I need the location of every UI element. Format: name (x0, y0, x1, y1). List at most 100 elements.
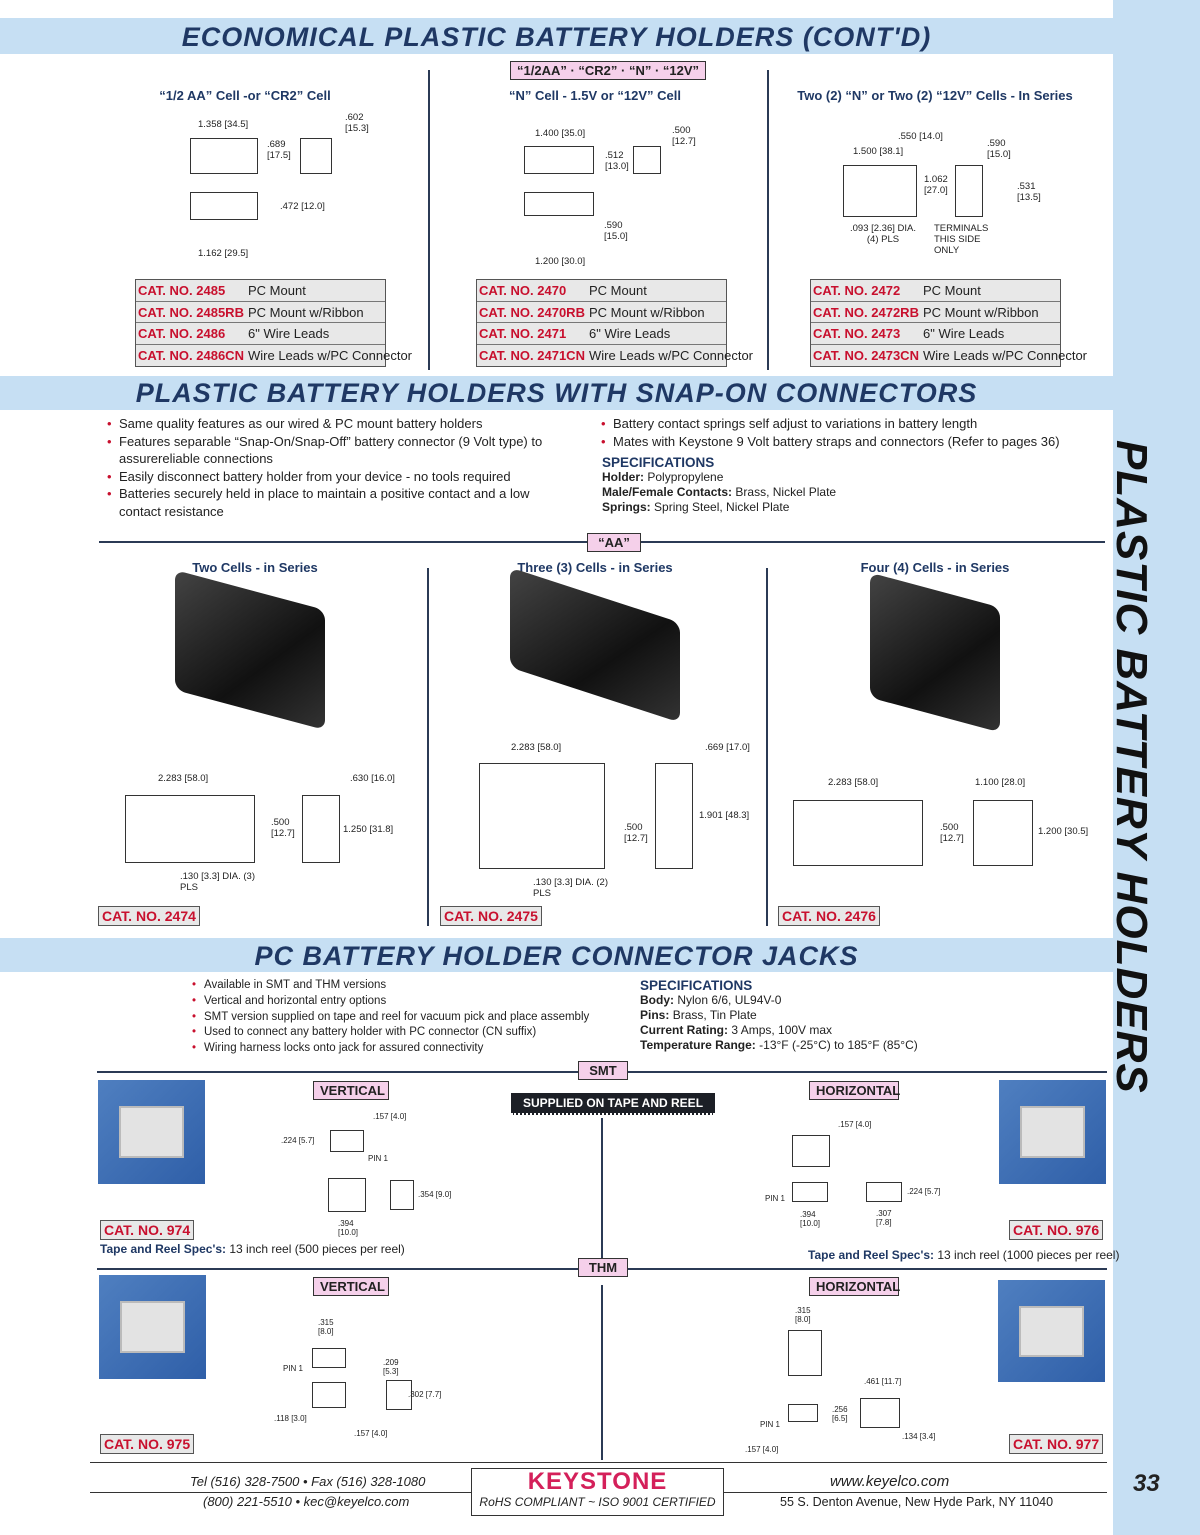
technical-drawing (524, 146, 594, 174)
text: Tape and Reel Spec's: 13 inch reel (1000… (808, 1248, 1119, 1262)
website-link[interactable]: www.keyelco.com (830, 1473, 950, 1490)
dimension-label: .157 [4.0] (354, 1429, 388, 1438)
dimension-label: .130 [3.3] DIA. (3) PLS (180, 871, 255, 893)
text (119, 1106, 184, 1158)
text: Polypropylene (647, 470, 724, 484)
text: PC Mount (923, 283, 981, 298)
side-band (1113, 0, 1200, 1535)
text: Brass, Tin Plate (672, 1008, 757, 1022)
tag-label: HORIZONTAL (809, 1277, 900, 1296)
catalog-number: CAT. NO. 2471CN (479, 347, 585, 363)
dimension-label: .630 [16.0] (350, 773, 395, 784)
dimension-label: .157 [4.0] (373, 1112, 407, 1121)
dimension-label: .590 [15.0] (604, 220, 628, 242)
catalog-number: CAT. NO. 2470RB (479, 304, 585, 320)
catalog-number: CAT. NO. 2472RB (813, 304, 919, 320)
tag-label: VERTICAL (313, 1081, 389, 1100)
text: Pins: Brass, Tin Plate (640, 1008, 918, 1023)
dimension-label: .118 [3.0] (274, 1414, 307, 1423)
text: CAT. NO. 976 (1009, 1220, 1104, 1240)
text: PC Mount w/Ribbon (923, 304, 1039, 320)
text: CAT. NO. 974 (100, 1220, 195, 1240)
text: Wire Leads w/PC Connector (248, 347, 413, 363)
dimension-label: .157 [4.0] (838, 1120, 872, 1129)
technical-drawing (655, 763, 693, 869)
dimension-label: .590 [15.0] (987, 138, 1011, 160)
catalog-number: CAT. NO. 2470 (479, 283, 567, 298)
side-title: PLASTIC BATTERY HOLDERS (1107, 440, 1156, 1094)
dimension-label: 1.062 [27.0] (924, 174, 948, 196)
divider (90, 1462, 1107, 1463)
divider (766, 568, 768, 926)
dimension-label: .307 [7.8] (876, 1209, 892, 1227)
text: Wire Leads w/PC Connector (589, 347, 754, 363)
product-photo (870, 572, 1000, 733)
catalog-number: CAT. NO. 2475 (440, 906, 542, 926)
text: RoHS COMPLIANT ~ ISO 9001 CERTIFIED (479, 1495, 716, 1509)
text: PC Mount (248, 283, 306, 298)
cell-tag: “1/2AA” · “CR2” · “N” · “12V” (510, 61, 707, 80)
caption: Three (3) Cells - in Series (517, 560, 673, 575)
list-item: Features separable “Snap-On/Snap-Off” ba… (107, 433, 557, 468)
technical-drawing (973, 800, 1033, 866)
list-item: Vertical and horizontal entry options (192, 994, 592, 1010)
catalog-number: CAT. NO. 2472 (813, 283, 901, 298)
tag-label: VERTICAL (313, 1277, 389, 1296)
text: SPECIFICATIONS (602, 455, 715, 470)
dimension-label: .500 [12.7] (271, 817, 295, 839)
catalog-number: CAT. NO. 2473 (813, 326, 901, 341)
section-title: PLASTIC BATTERY HOLDERS WITH SNAP-ON CON… (0, 376, 1113, 410)
technical-drawing (386, 1380, 412, 1410)
text: Current Rating: 3 Amps, 100V max (640, 1023, 918, 1038)
dimension-label: 1.250 [31.8] (343, 824, 394, 835)
list-item: Mates with Keystone 9 Volt battery strap… (601, 433, 1101, 451)
tag-label: HORIZONTAL (809, 1081, 900, 1100)
dimension-label: .500 [12.7] (672, 125, 696, 147)
dimension-label: .500 [12.7] (940, 822, 964, 844)
aa-tag: “AA” (587, 533, 641, 552)
text: Tape and Reel Spec's: (100, 1242, 227, 1256)
text: Brass, Nickel Plate (735, 485, 837, 499)
technical-drawing (312, 1348, 346, 1368)
dimension-label: .354 [9.0] (418, 1190, 452, 1199)
dimension-label: 1.100 [28.0] (975, 777, 1026, 788)
product-photo (510, 567, 680, 723)
text: Pins: (640, 1008, 670, 1022)
technical-drawing (866, 1182, 902, 1202)
text: Current Rating: (640, 1023, 728, 1037)
divider (767, 70, 769, 370)
text (120, 1301, 185, 1353)
list-item: Used to connect any battery holder with … (192, 1025, 592, 1041)
keystone-logo-box: KEYSTONE RoHS COMPLIANT ~ ISO 9001 CERTI… (471, 1468, 724, 1516)
dimension-label: 2.283 [58.0] (511, 742, 562, 753)
tag-label: THM (578, 1258, 628, 1277)
text: Male/Female Contacts: (602, 485, 733, 499)
technical-drawing (312, 1382, 346, 1408)
catalog-number: CAT. NO. 2486CN (138, 347, 244, 363)
text: PC Mount (589, 283, 647, 298)
dimension-label: 1.500 [38.1] (853, 146, 904, 157)
text: CAT. NO. 2486 6" Wire Leads (136, 323, 385, 345)
feature-list: Battery contact springs self adjust to v… (601, 415, 1101, 450)
catalog-number: CAT. NO. 2486 (138, 326, 226, 341)
dimension-label: 1.200 [30.5] (1038, 826, 1089, 837)
text: Body: (640, 993, 674, 1007)
dimension-label: .093 [2.36] DIA. (4) PLS (849, 223, 916, 245)
technical-drawing (788, 1404, 818, 1422)
product-photo (98, 1080, 205, 1184)
text: 6" Wire Leads (248, 326, 330, 341)
text: Nylon 6/6, UL94V-0 (677, 993, 782, 1007)
text: CAT. NO. 975 (100, 1434, 195, 1454)
section-title: PC BATTERY HOLDER CONNECTOR JACKS (0, 938, 1113, 972)
dimension-label: 2.283 [58.0] (158, 773, 209, 784)
keystone-logo: KEYSTONE (527, 1468, 668, 1495)
list-item: SMT version supplied on tape and reel fo… (192, 1010, 592, 1026)
catalog-number: CAT. NO. 2473CN (813, 347, 919, 363)
feature-list: Same quality features as our wired & PC … (107, 415, 557, 520)
